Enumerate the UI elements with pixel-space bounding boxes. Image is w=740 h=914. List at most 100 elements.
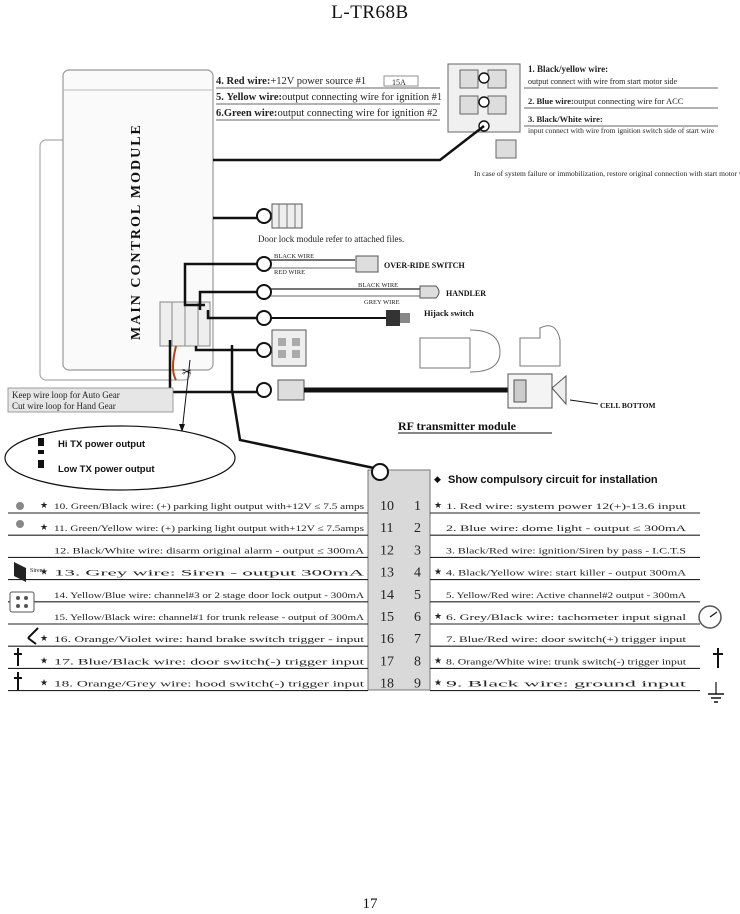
right-wire-label: 9. Black wire: ground input bbox=[446, 680, 688, 689]
tx-power-low: Low TX power output bbox=[58, 464, 155, 475]
svg-text:RED WIRE: RED WIRE bbox=[274, 269, 305, 276]
trunk-switch-icon bbox=[713, 648, 723, 668]
connector-pin-right: 7 bbox=[414, 632, 421, 647]
left-wire-label: 13. Grey wire: Siren - output 300mA bbox=[54, 569, 365, 578]
system-failure-note: In case of system failure or immobilizat… bbox=[474, 169, 740, 178]
required-star-icon: ★ bbox=[40, 633, 48, 643]
top-wire-desc: input connect with wire from ignition sw… bbox=[528, 126, 715, 135]
rf-transmitter: CELL BOTTOM RF transmitter module bbox=[168, 340, 656, 434]
right-side-icons bbox=[698, 605, 724, 703]
tx-power-selector: Hi TX power output Low TX power output bbox=[4, 359, 236, 491]
connector-pin-left: 14 bbox=[380, 588, 394, 603]
svg-text:BLACK WIRE: BLACK WIRE bbox=[274, 253, 314, 260]
siren-icon: Siren bbox=[14, 562, 43, 582]
connector-pin-right: 5 bbox=[414, 588, 421, 603]
handler-label: HANDLER bbox=[446, 289, 486, 298]
door-switch-icon bbox=[14, 648, 22, 666]
svg-text:✂: ✂ bbox=[182, 365, 192, 379]
right-wire-label: 3. Black/Red wire: ignition/Siren by pas… bbox=[446, 546, 686, 555]
top-wire-label: 4. Red wire:+12V power source #1 bbox=[216, 76, 366, 87]
svg-text:◆: ◆ bbox=[434, 474, 441, 484]
required-star-icon: ★ bbox=[40, 567, 48, 577]
connector-pin-right: 9 bbox=[414, 677, 421, 692]
parking-light-icon bbox=[16, 502, 24, 528]
connector-pin-left: 16 bbox=[380, 632, 394, 647]
required-star-icon: ★ bbox=[40, 522, 48, 532]
top-wire-label: 2. Blue wire:output connecting wire for … bbox=[528, 96, 684, 106]
required-star-icon: ★ bbox=[434, 567, 442, 577]
right-wire-label: 4. Black/Yellow wire: start killer - out… bbox=[446, 569, 686, 578]
connector-pin-right: 2 bbox=[414, 521, 421, 536]
connector-pin-right: 1 bbox=[414, 499, 421, 514]
hand-brake-icon bbox=[27, 627, 39, 645]
override-switch-label: OVER-RIDE SWITCH bbox=[384, 261, 465, 270]
door-lock-icon bbox=[9, 591, 35, 613]
right-wire-label: 8. Orange/White wire: trunk switch(-) tr… bbox=[446, 657, 687, 666]
top-wire-label: 5. Yellow wire:output connecting wire fo… bbox=[216, 92, 442, 103]
left-side-icons: Siren bbox=[9, 502, 43, 690]
hood-switch-icon bbox=[14, 672, 22, 690]
required-star-icon: ★ bbox=[434, 678, 442, 688]
connector-pin-left: 18 bbox=[380, 677, 394, 692]
fuse-label: 15A bbox=[392, 78, 406, 87]
left-wire-label: 16. Orange/Violet wire: hand brake switc… bbox=[54, 635, 365, 644]
top-wire-label: 1. Black/yellow wire: bbox=[528, 64, 608, 74]
left-wire-label: 11. Green/Yellow wire: (+) parking light… bbox=[54, 524, 364, 533]
right-wire-label: 6. Grey/Black wire: tachometer input sig… bbox=[446, 613, 687, 622]
required-star-icon: ★ bbox=[40, 655, 48, 665]
connector-pin-left: 10 bbox=[380, 499, 394, 514]
connector-pin-left: 17 bbox=[380, 654, 394, 669]
right-wire-label: 1. Red wire: system power 12(+)-13.6 inp… bbox=[446, 502, 687, 511]
door-lock-note: Door lock module refer to attached files… bbox=[258, 234, 404, 244]
handler-led: BLACK WIRE GREY WIRE HANDLER bbox=[198, 282, 486, 310]
connector-pin-right: 8 bbox=[414, 654, 421, 669]
connector-pin-left: 13 bbox=[380, 566, 394, 581]
tx-power-hi: Hi TX power output bbox=[58, 439, 146, 450]
top-wire-label: 3. Black/White wire: bbox=[528, 114, 603, 124]
page-title: L-TR68B bbox=[331, 2, 409, 23]
rf-module-label: RF transmitter module bbox=[398, 419, 517, 433]
right-wire-label: 7. Blue/Red wire: door switch(+) trigger… bbox=[446, 635, 687, 644]
wire-rows: 10 1 ★ 10. Green/Black wire: (+) parking li… bbox=[8, 499, 700, 692]
module-label: MAIN CONTROL MODULE bbox=[129, 123, 144, 340]
wire-loop-note-1: Keep wire loop for Auto Gear bbox=[12, 390, 120, 400]
main-control-module: MAIN CONTROL MODULE bbox=[39, 69, 214, 381]
cell-bottom-label: CELL BOTTOM bbox=[600, 401, 656, 410]
required-star-icon: ★ bbox=[40, 500, 48, 510]
left-wire-label: 17. Blue/Black wire: door switch(-) trig… bbox=[54, 657, 366, 666]
left-wire-label: 12. Black/White wire: disarm original al… bbox=[54, 546, 364, 555]
wire-loop-note-2: Cut wire loop for Hand Gear bbox=[12, 401, 116, 411]
right-wire-label: 5. Yellow/Red wire: Active channel#2 out… bbox=[446, 591, 686, 600]
wire-loop: ✂ Keep wire loop for Auto Gear Cut wire … bbox=[7, 345, 192, 413]
left-wire-label: 15. Yellow/Black wire: channel#1 for tru… bbox=[54, 613, 364, 622]
connector-pin-right: 3 bbox=[414, 543, 421, 558]
left-wire-label: 14. Yellow/Blue wire: channel#3 or 2 sta… bbox=[54, 591, 364, 600]
ignition-relay-block bbox=[447, 63, 521, 159]
connector-pin-right: 6 bbox=[414, 610, 421, 625]
svg-text:GREY WIRE: GREY WIRE bbox=[364, 299, 400, 306]
left-wire-label: 18. Orange/Grey wire: hood switch(-) tri… bbox=[54, 680, 365, 689]
hijack-switch: Hijack switch bbox=[206, 308, 474, 326]
top-wire-labels-left: 4. Red wire:+12V power source #1 5. Yell… bbox=[216, 75, 442, 121]
left-wire-label: 10. Green/Black wire: (+) parking light … bbox=[54, 502, 364, 511]
page-number: 17 bbox=[362, 896, 378, 912]
siren-label: Siren bbox=[30, 568, 43, 574]
connector-pin-left: 15 bbox=[380, 610, 394, 625]
tachometer-icon bbox=[698, 605, 722, 629]
top-wire-labels-right: 1. Black/yellow wire: output connect wit… bbox=[524, 64, 718, 135]
compulsory-title-text: Show compulsory circuit for installation bbox=[448, 474, 658, 486]
connector-pin-right: 4 bbox=[414, 566, 421, 581]
ground-icon bbox=[708, 682, 724, 703]
right-wire-label: 2. Blue wire: dome light - output ≤ 300m… bbox=[446, 524, 686, 533]
svg-text:BLACK WIRE: BLACK WIRE bbox=[358, 282, 398, 289]
required-star-icon: ★ bbox=[434, 500, 442, 510]
hijack-label: Hijack switch bbox=[424, 308, 474, 318]
door-lock-connector: Door lock module refer to attached files… bbox=[213, 203, 404, 244]
connector-pin-left: 11 bbox=[380, 521, 393, 536]
required-star-icon: ★ bbox=[434, 611, 442, 621]
required-star-icon: ★ bbox=[40, 678, 48, 688]
required-star-icon: ★ bbox=[434, 655, 442, 665]
override-switch: BLACK WIRE RED WIRE OVER-RIDE SWITCH bbox=[183, 253, 465, 307]
top-wire-label: 6.Green wire:output connecting wire for … bbox=[216, 108, 438, 119]
antenna-connector bbox=[194, 325, 561, 373]
